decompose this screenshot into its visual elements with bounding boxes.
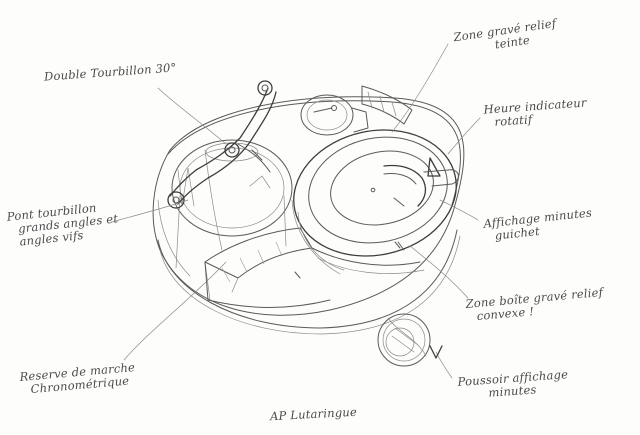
tourbillon-bridge <box>167 80 277 209</box>
minute-window <box>383 157 459 207</box>
power-reserve-sector <box>204 227 331 308</box>
hour-disc <box>291 129 457 275</box>
crown-pusher <box>377 313 431 367</box>
upper-subdial <box>300 94 369 136</box>
tourbillon-cage <box>171 139 293 269</box>
convex-engraved-zone <box>294 241 425 279</box>
leader-lines <box>111 43 481 379</box>
watch-case-outline <box>152 96 465 335</box>
engraved-relief-zone <box>361 85 413 125</box>
